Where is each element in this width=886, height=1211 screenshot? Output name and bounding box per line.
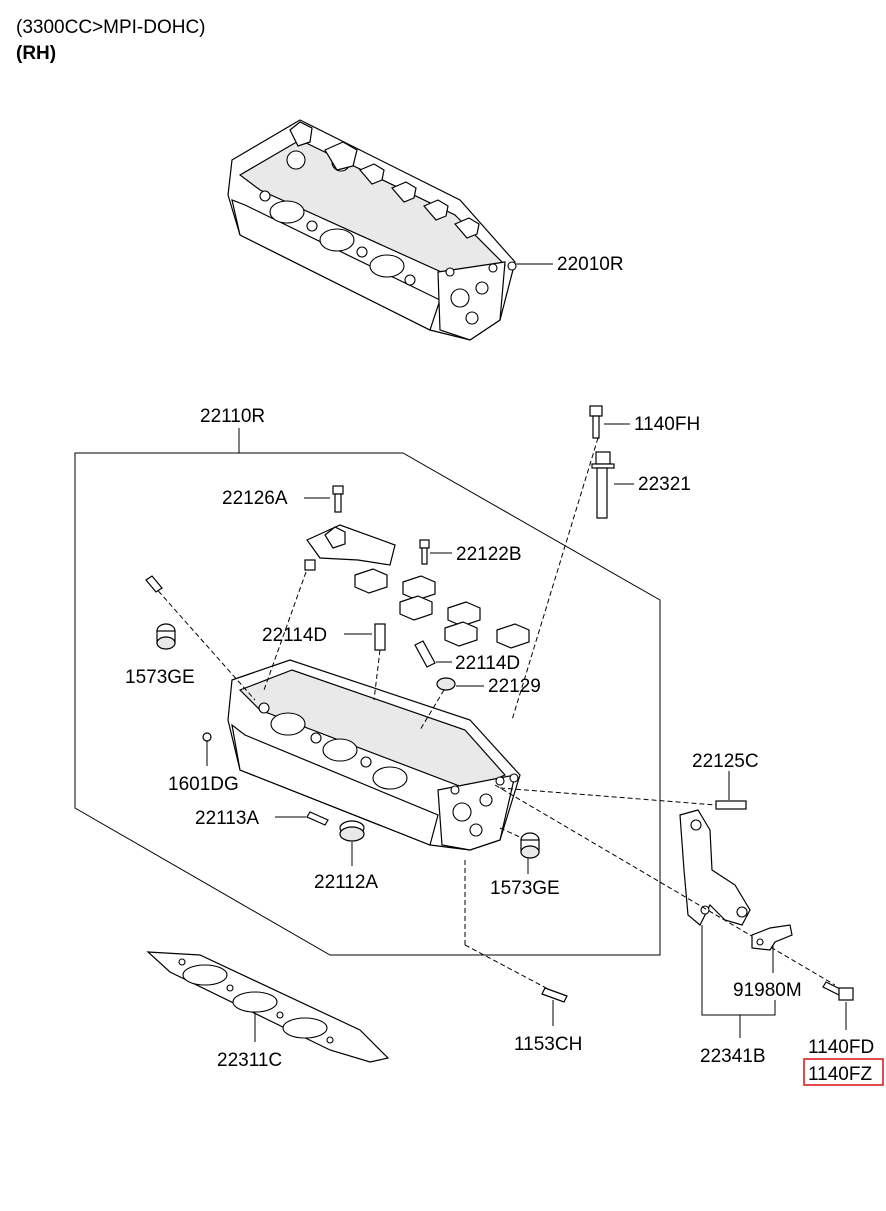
bolt-22122B-illustration [419, 539, 430, 565]
cylinder-head-assembly-illustration [227, 119, 517, 341]
label-91980M: 91980M [733, 980, 802, 1001]
label-22114D-a: 22114D [262, 625, 327, 646]
label-22110R: 22110R [200, 406, 265, 427]
bolt-22126A-illustration [332, 485, 344, 513]
clip-91980M-illustration [751, 924, 793, 951]
side-label: (RH) [16, 43, 57, 64]
label-22122B: 22122B [456, 544, 522, 565]
label-22126A: 22126A [222, 488, 288, 509]
label-22125C: 22125C [692, 751, 759, 772]
label-1153CH: 1153CH [514, 1034, 582, 1055]
dashed-guide-cap [263, 571, 307, 691]
exploded-view-frame [74, 452, 661, 956]
dowel-pin-illustration [145, 575, 163, 593]
engine-spec: (3300CC>MPI-DOHC) [16, 17, 206, 38]
label-22321: 22321 [638, 474, 691, 495]
cam-caps-illustration [354, 568, 530, 649]
dashed-guide-bolt [511, 437, 599, 721]
highlight-box-1140FZ [803, 1058, 884, 1086]
dashed-guide-stud-b [464, 944, 551, 991]
cam-cap-front-illustration [304, 524, 396, 571]
plug-1573GE-b-illustration [520, 832, 540, 859]
seal-ring-22112A-illustration [339, 820, 365, 842]
label-22114D-b: 22114D [455, 653, 520, 674]
label-22129: 22129 [488, 676, 541, 697]
dashed-guide-dowel [152, 584, 256, 701]
dashed-guide-guide [373, 649, 381, 701]
label-1140FZ[interactable]: 1140FZ [808, 1064, 872, 1085]
plug-1573GE-a-illustration [156, 623, 176, 650]
valve-guide-22114D-a-illustration [374, 623, 386, 651]
label-22112A: 22112A [314, 872, 378, 893]
leader-22341B-bracket [701, 925, 776, 1016]
valve-stem-seal-22129-illustration [436, 677, 456, 691]
bolt-1140FD-illustration [822, 981, 854, 1001]
label-1573GE-a: 1573GE [125, 667, 195, 688]
cylinder-head-illustration [227, 659, 521, 851]
bolt-1140FH-illustration [589, 405, 603, 439]
stud-1153CH-illustration [541, 987, 568, 1003]
label-1601DG: 1601DG [168, 774, 239, 795]
ball-1601DG-illustration [202, 732, 212, 742]
bracket-22341B-illustration [679, 809, 751, 926]
label-1573GE-b: 1573GE [490, 878, 560, 899]
valve-guide-22114D-b-illustration [414, 640, 436, 668]
label-22113A: 22113A [195, 808, 259, 829]
pin-22113A-illustration [306, 811, 329, 826]
label-1140FD: 1140FD [808, 1037, 874, 1058]
dashed-guide-22125C [499, 787, 717, 806]
dashed-guide-plug [499, 827, 523, 839]
stud-22125C-illustration [715, 800, 747, 810]
head-gasket-22311C-illustration [146, 951, 390, 1063]
label-22341B: 22341B [700, 1046, 766, 1067]
label-22311C: 22311C [217, 1050, 282, 1071]
head-bolt-22321-illustration [591, 451, 615, 519]
label-22010R: 22010R [557, 254, 624, 275]
label-1140FH: 1140FH [634, 414, 700, 435]
dashed-guide-bracket [494, 784, 836, 986]
